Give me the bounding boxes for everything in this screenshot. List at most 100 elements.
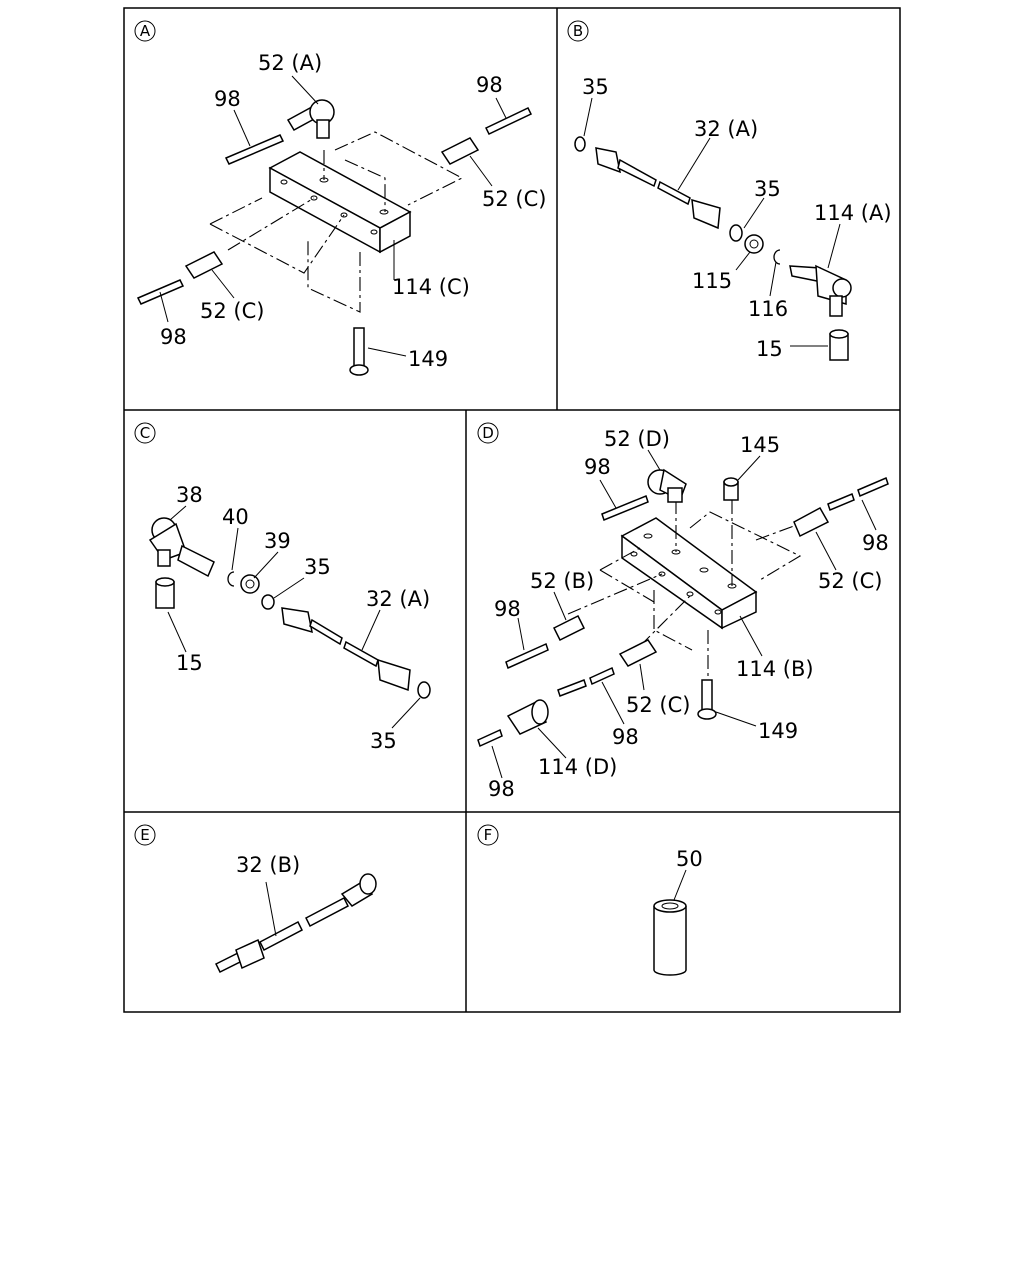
connector-52c-d-right xyxy=(793,506,830,538)
pipe-98-d-top xyxy=(601,495,649,521)
label-114d-d: 114 (D) xyxy=(538,755,617,779)
label-114c-a: 114 (C) xyxy=(392,275,470,299)
panel-b: B xyxy=(567,20,892,361)
label-98-a-right: 98 xyxy=(476,73,503,97)
panel-letter-b: B xyxy=(567,20,589,42)
pipe-98-d-left xyxy=(505,642,549,670)
pipe-32a-c xyxy=(281,607,411,692)
washer-35-b1 xyxy=(574,136,586,152)
svg-text:E: E xyxy=(140,826,149,844)
label-145-d: 145 xyxy=(740,433,780,457)
spacer-50-f xyxy=(653,899,687,976)
label-114b-d: 114 (B) xyxy=(736,657,814,681)
clip-40-c xyxy=(227,571,235,587)
svg-text:C: C xyxy=(140,424,150,442)
label-35-c-top: 35 xyxy=(304,555,331,579)
washer-35-b2 xyxy=(729,224,743,242)
tee-114d xyxy=(506,699,549,735)
panel-letter-a: A xyxy=(134,20,156,42)
washer-35-c2 xyxy=(417,681,431,699)
label-32a-c: 32 (A) xyxy=(366,587,430,611)
nipple-145 xyxy=(723,477,739,501)
panel-letter-f: F xyxy=(477,824,499,846)
panel-letter-d: D xyxy=(477,422,499,444)
label-35-c-bottom: 35 xyxy=(370,729,397,753)
pipe-32a-b xyxy=(595,147,721,230)
label-98-d-top: 98 xyxy=(584,455,611,479)
pipe-98-d-bottom xyxy=(477,728,503,748)
leaders-e xyxy=(265,881,277,937)
connector-52c-right xyxy=(440,137,480,165)
fitting-15-c xyxy=(155,577,175,609)
nut-115-b xyxy=(744,234,764,254)
svg-text:B: B xyxy=(573,22,583,40)
block-114b xyxy=(620,517,758,630)
label-98-d-right: 98 xyxy=(862,531,889,555)
panel-letter-c: C xyxy=(134,422,156,444)
bolt-149-a xyxy=(349,327,369,376)
banjo-38-c xyxy=(148,517,215,578)
pipe-32b-e xyxy=(214,873,377,974)
fitting-15-b xyxy=(829,329,849,361)
label-52c-d-right: 52 (C) xyxy=(818,569,882,593)
label-52d-d: 52 (D) xyxy=(604,427,670,451)
label-50-f: 50 xyxy=(676,847,703,871)
label-98-a-bottom: 98 xyxy=(160,325,187,349)
label-98-d-mid: 98 xyxy=(612,725,639,749)
label-98-d-left: 98 xyxy=(494,597,521,621)
label-32a-b: 32 (A) xyxy=(694,117,758,141)
panel-f: F 50 xyxy=(477,824,703,976)
assembly-guides-d xyxy=(567,500,811,680)
nut-39-c xyxy=(240,574,260,594)
label-40-c: 40 xyxy=(222,505,249,529)
label-52b-d: 52 (B) xyxy=(530,569,594,593)
label-114a-b: 114 (A) xyxy=(814,201,892,225)
label-15-c: 15 xyxy=(176,651,203,675)
block-114c xyxy=(268,151,412,254)
leaders-c xyxy=(167,505,421,729)
pipe-98-a1 xyxy=(224,134,285,165)
svg-text:F: F xyxy=(484,826,493,844)
label-52a-a: 52 (A) xyxy=(258,51,322,75)
leaders-b xyxy=(583,97,841,347)
panel-grid xyxy=(123,7,901,1013)
washer-35-c1 xyxy=(261,594,275,610)
pipe-98-d-mid xyxy=(557,666,615,697)
label-115-b: 115 xyxy=(692,269,732,293)
label-98-d-bottom: 98 xyxy=(488,777,515,801)
label-38-c: 38 xyxy=(176,483,203,507)
panel-e: E 32 (B) xyxy=(134,824,377,974)
label-52c-d-mid: 52 (C) xyxy=(626,693,690,717)
panel-letter-e: E xyxy=(134,824,156,846)
label-149-a: 149 xyxy=(408,347,448,371)
label-116-b: 116 xyxy=(748,297,788,321)
connector-52c-left xyxy=(184,251,224,279)
pipe-98-d-right xyxy=(827,476,889,512)
svg-text:D: D xyxy=(482,424,494,442)
elbow-52d xyxy=(647,468,687,503)
connector-52c-d-mid xyxy=(618,639,658,667)
label-149-d: 149 xyxy=(758,719,798,743)
leaders-a xyxy=(159,75,507,357)
banjo-114a-b xyxy=(789,264,852,317)
clip-116-b xyxy=(773,249,781,265)
leaders-f xyxy=(673,869,687,901)
panel-a: A xyxy=(134,20,546,376)
panel-c: C xyxy=(134,422,431,753)
label-15-b: 15 xyxy=(756,337,783,361)
label-52c-a-right: 52 (C) xyxy=(482,187,546,211)
connector-52b-d xyxy=(552,614,586,642)
label-35-b-top: 35 xyxy=(582,75,609,99)
leaders-d xyxy=(491,449,877,779)
bolt-149-d xyxy=(697,679,717,720)
label-98-a-left: 98 xyxy=(214,87,241,111)
pipe-98-a2 xyxy=(484,107,533,135)
assembly-guides-a xyxy=(209,131,464,313)
label-35-b-mid: 35 xyxy=(754,177,781,201)
elbow-52a xyxy=(286,99,335,139)
label-32b-e: 32 (B) xyxy=(236,853,300,877)
svg-text:A: A xyxy=(140,22,151,40)
panel-d: D xyxy=(477,422,889,801)
label-39-c: 39 xyxy=(264,529,291,553)
